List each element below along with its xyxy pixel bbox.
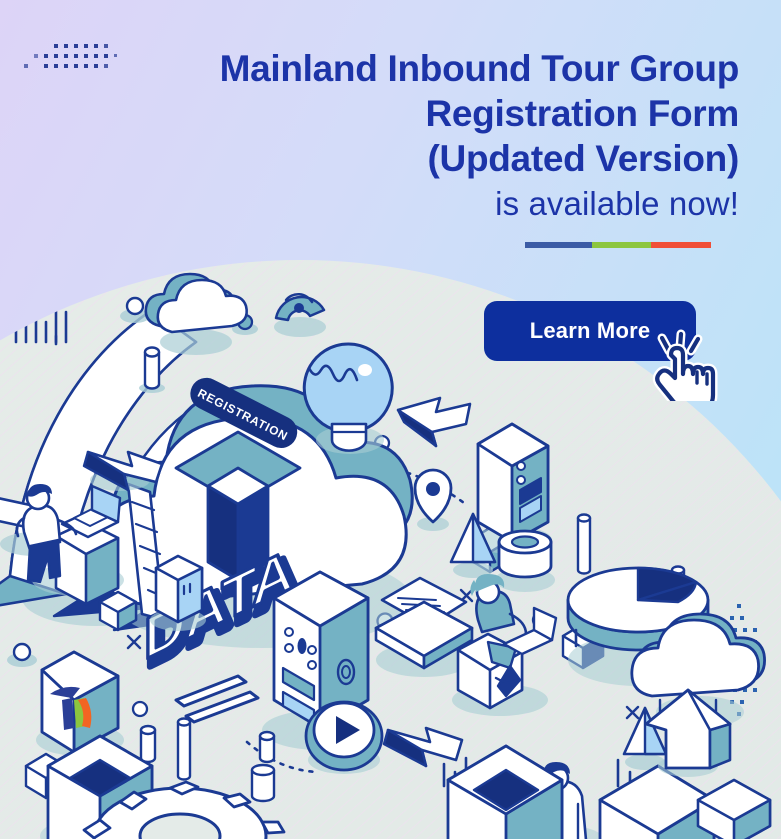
arrow-right-icon (396, 396, 472, 448)
cloud-right-icon (630, 612, 766, 730)
small-cloud-icon (144, 272, 248, 355)
cylinder-bottom-2-icon (250, 763, 276, 803)
arrow-down-right-icon (382, 726, 464, 768)
person-standing-laptop (15, 484, 124, 606)
brand-logo-icon (50, 686, 92, 730)
divider-orange (651, 242, 711, 248)
arrow-up-icon (644, 688, 732, 777)
bar-chart-ticks-icon (14, 302, 68, 346)
learn-more-button[interactable]: Learn More (484, 301, 696, 361)
divider-blue (525, 242, 592, 248)
cabinet-icon (150, 554, 206, 631)
play-button-icon (304, 700, 384, 774)
pole-icon (576, 513, 592, 575)
map-pin-icon (413, 468, 453, 531)
envelope-document-icon (374, 576, 474, 677)
registration-pill (190, 377, 298, 448)
arc-badge-icon (274, 293, 326, 337)
dot-grid-top-left-icon (24, 44, 117, 68)
data-underline (174, 674, 260, 724)
server-bottom-mid (446, 744, 564, 839)
pole-4-icon (258, 730, 276, 764)
pyramid-icon (449, 512, 497, 578)
cube-bottom-right-icon (696, 778, 772, 839)
pole-3-icon (176, 717, 192, 781)
person-seated-laptop (452, 574, 558, 716)
arrow-down-left-icon (82, 450, 164, 492)
cube-small-icon (98, 590, 138, 632)
tricolor-divider (525, 242, 711, 248)
gear-icon (82, 780, 286, 839)
cta-container: Learn More (484, 301, 718, 401)
logo-cube-icon (36, 650, 124, 756)
divider-green (591, 242, 652, 248)
upload-arrow-icon (174, 430, 302, 582)
hand-cursor-icon (652, 329, 718, 401)
drum-cylinder-icon (495, 529, 555, 592)
lightbulb-icon (302, 342, 394, 454)
cylinder-small-icon (139, 346, 165, 393)
cylinder-bottom-icon (139, 724, 157, 764)
